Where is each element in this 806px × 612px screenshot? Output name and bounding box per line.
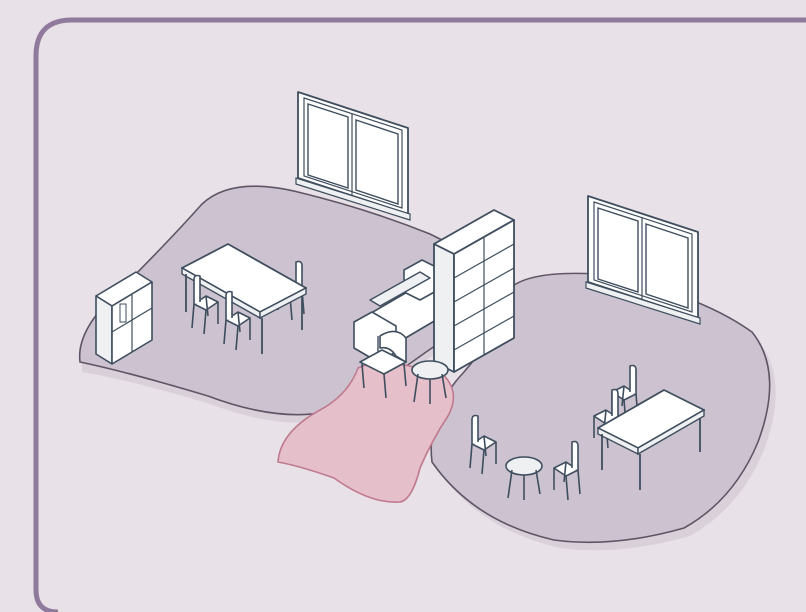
room-illustration (0, 0, 806, 612)
